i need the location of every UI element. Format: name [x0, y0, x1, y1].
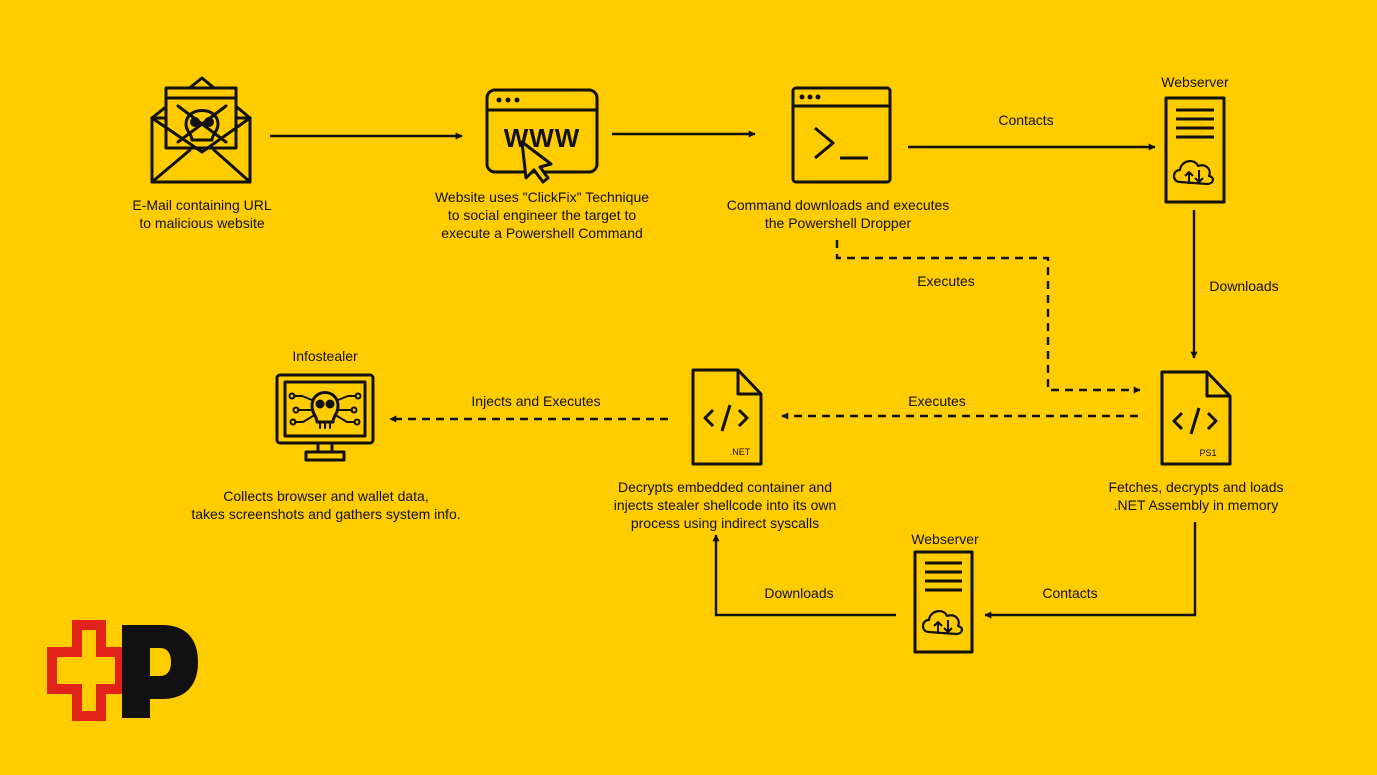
www-browser-cursor-icon: WWW: [485, 88, 599, 184]
dotnet-file-label: .NET: [730, 447, 751, 457]
code-file-icon: [1160, 370, 1232, 466]
infostealer-caption: Collects browser and wallet data, takes …: [191, 488, 461, 522]
edge-label-contacts-bottom: Contacts: [1042, 585, 1098, 601]
edge-label-executes-middle: Executes: [908, 393, 966, 409]
command-caption: Command downloads and executes the Power…: [726, 197, 950, 231]
code-file-icon: [691, 368, 763, 466]
edge-label-downloads-bottom: Downloads: [764, 585, 834, 601]
email-caption: E-Mail containing URL to malicious websi…: [132, 197, 272, 231]
server-cloud-icon: [1164, 96, 1226, 204]
webserver-bottom-title: Webserver: [911, 531, 979, 547]
edge-label-contacts-top: Contacts: [998, 112, 1054, 128]
terminal-window-icon: [791, 86, 892, 184]
dotnet-caption: Decrypts embedded container and injects …: [613, 479, 837, 531]
skull-monitor-icon: [275, 373, 375, 462]
svg-text:WWW: WWW: [504, 123, 581, 153]
skull-envelope-icon: [150, 76, 252, 184]
server-cloud-icon: [913, 550, 974, 654]
edge-label-downloads-right: Downloads: [1209, 278, 1279, 294]
ps1-caption: Fetches, decrypts and loads .NET Assembl…: [1108, 479, 1284, 513]
website-caption: Website uses "ClickFix" Technique to soc…: [434, 189, 650, 241]
edge-label-injects-executes: Injects and Executes: [471, 393, 601, 409]
infostealer-title: Infostealer: [292, 348, 358, 364]
ps1-file-label: PS1: [1199, 448, 1216, 458]
edge-label-executes-upper: Executes: [917, 273, 975, 289]
edge-webserver-bottom-to-dotnet: [712, 534, 896, 617]
swiss-post-logo-icon: [47, 620, 198, 721]
webserver-top-title: Webserver: [1161, 74, 1229, 90]
edge-command-to-ps1-dashed: [835, 240, 1141, 394]
edge-ps1-to-webserver-bottom: [984, 522, 1197, 619]
